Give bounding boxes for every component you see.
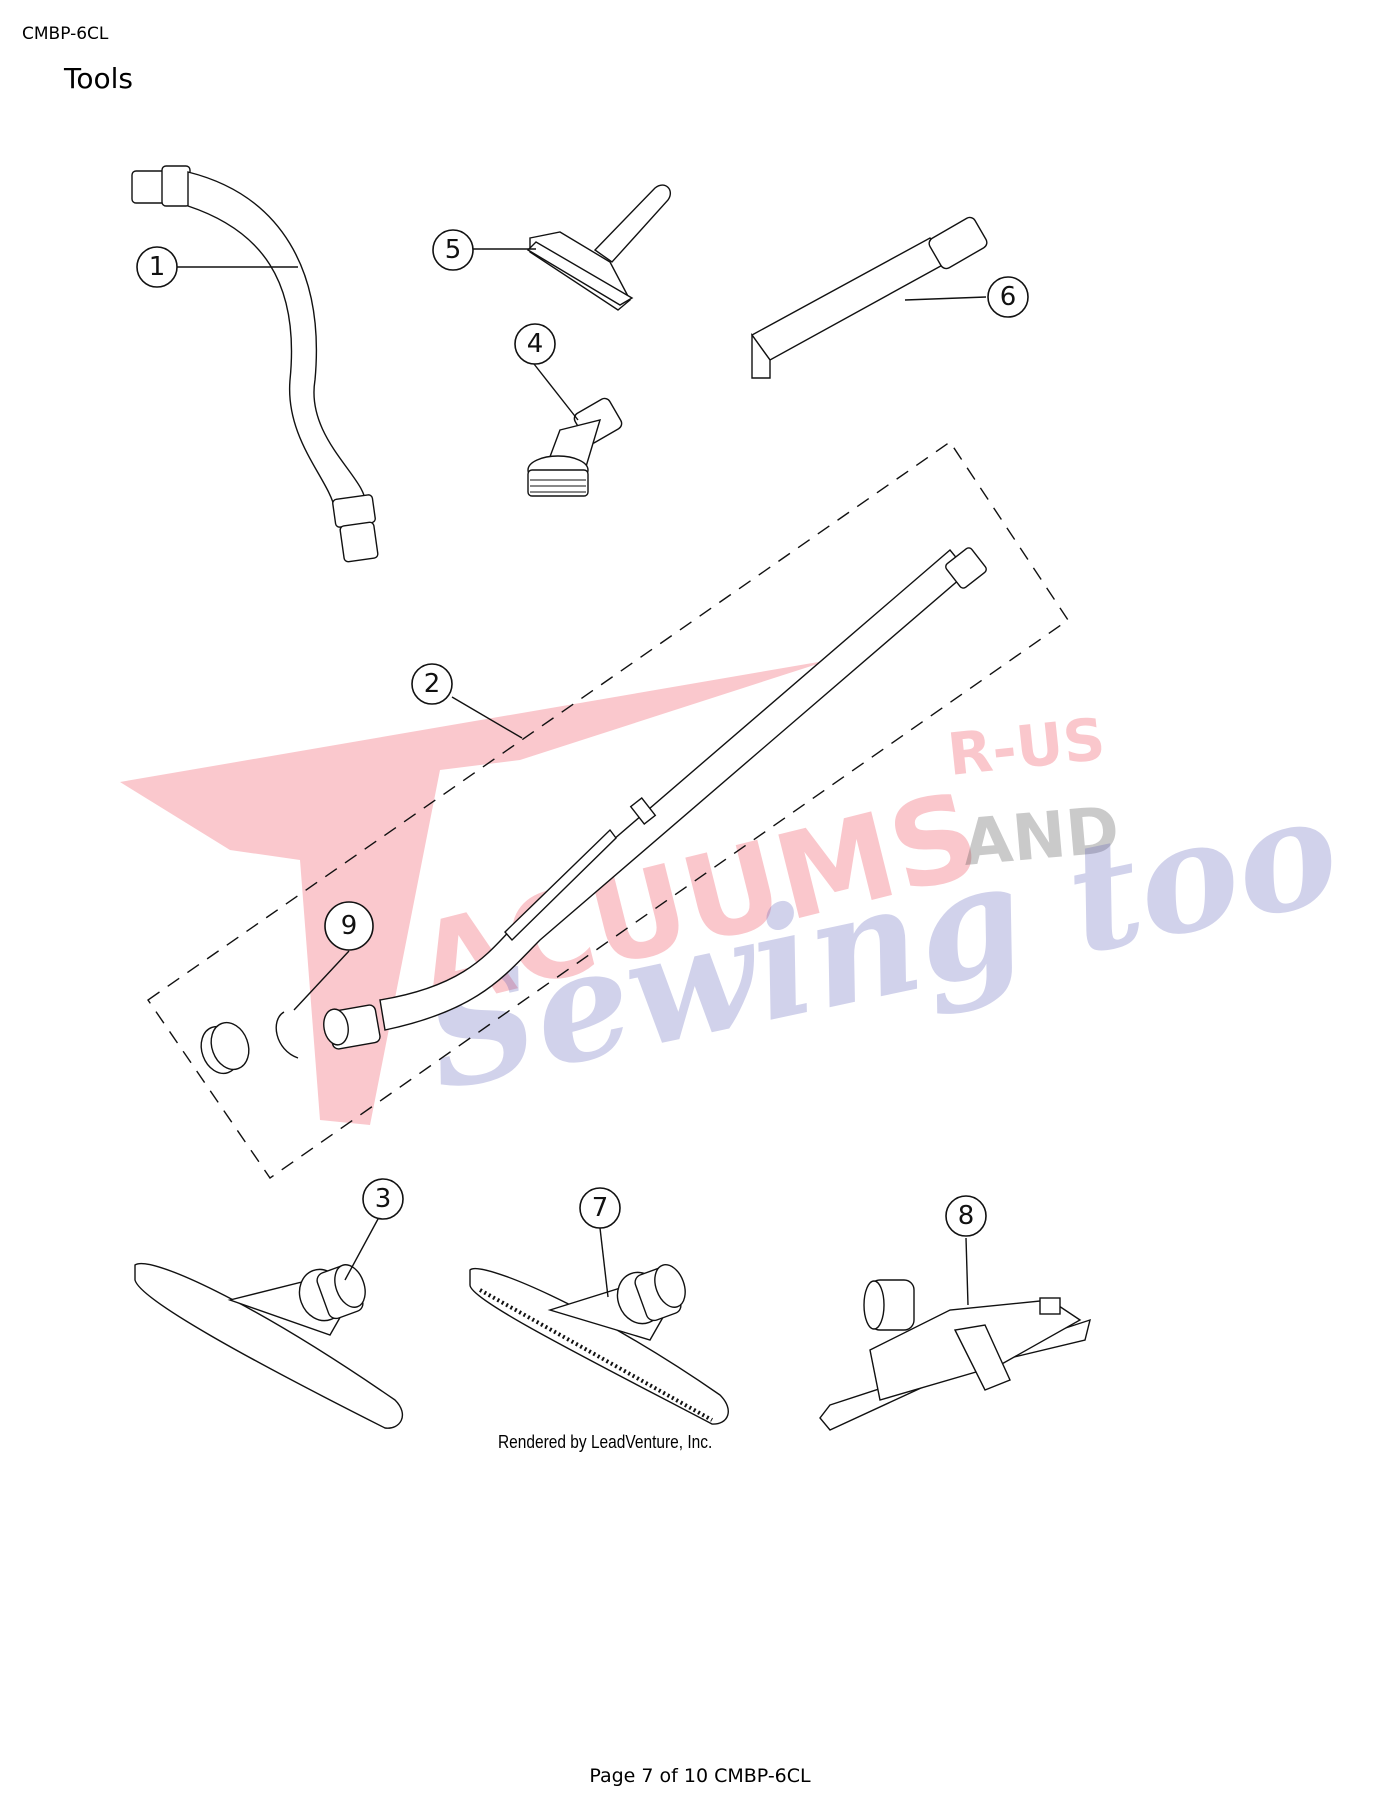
- callout-8-label: 8: [958, 1201, 975, 1231]
- part-6-crevice-tool: [750, 216, 988, 379]
- callout-4: 4: [514, 323, 556, 365]
- callout-6: 6: [987, 276, 1029, 318]
- part-4-dusting-brush: [527, 397, 623, 497]
- callout-9-label: 9: [341, 911, 358, 941]
- part-5-upholstery-tool: [526, 184, 672, 311]
- part-3-floor-brush: [134, 1263, 404, 1429]
- callout-6-label: 6: [1000, 282, 1017, 312]
- part-1-hose: [131, 165, 379, 563]
- callout-1: 1: [136, 246, 178, 288]
- page-footer: Page 7 of 10 CMBP-6CL: [589, 1765, 811, 1787]
- callout-2-label: 2: [424, 669, 441, 699]
- callout-2: 2: [411, 663, 453, 705]
- retaining-ring: [275, 1011, 299, 1059]
- watermark-top-right: R-US: [944, 705, 1108, 789]
- watermark-v-shape: [120, 660, 830, 1125]
- part-8-squeegee-tool: [819, 1279, 1091, 1431]
- leader-lines: [176, 248, 987, 1306]
- callout-1-label: 1: [149, 252, 166, 282]
- callout-3-label: 3: [375, 1184, 392, 1214]
- callout-5-label: 5: [445, 235, 462, 265]
- callout-9: 9: [324, 901, 374, 951]
- section-title: Tools: [64, 62, 133, 95]
- callout-7-label: 7: [592, 1193, 609, 1223]
- part-7-floor-brush-bristles: [469, 1264, 729, 1425]
- assembly-boundary: [147, 441, 1069, 1179]
- callout-7: 7: [579, 1187, 621, 1229]
- callout-8: 8: [945, 1195, 987, 1237]
- callout-3: 3: [362, 1178, 404, 1220]
- document-id: CMBP-6CL: [22, 24, 109, 44]
- watermark: ACUUMS R-US AND Sewing too: [120, 660, 1353, 1125]
- callout-4-label: 4: [527, 329, 544, 359]
- render-credit: Rendered by LeadVenture, Inc.: [498, 1432, 713, 1452]
- part-2-wand-assembly: [147, 441, 1069, 1179]
- watermark-middle-right: AND: [960, 794, 1122, 881]
- callout-5: 5: [432, 229, 474, 271]
